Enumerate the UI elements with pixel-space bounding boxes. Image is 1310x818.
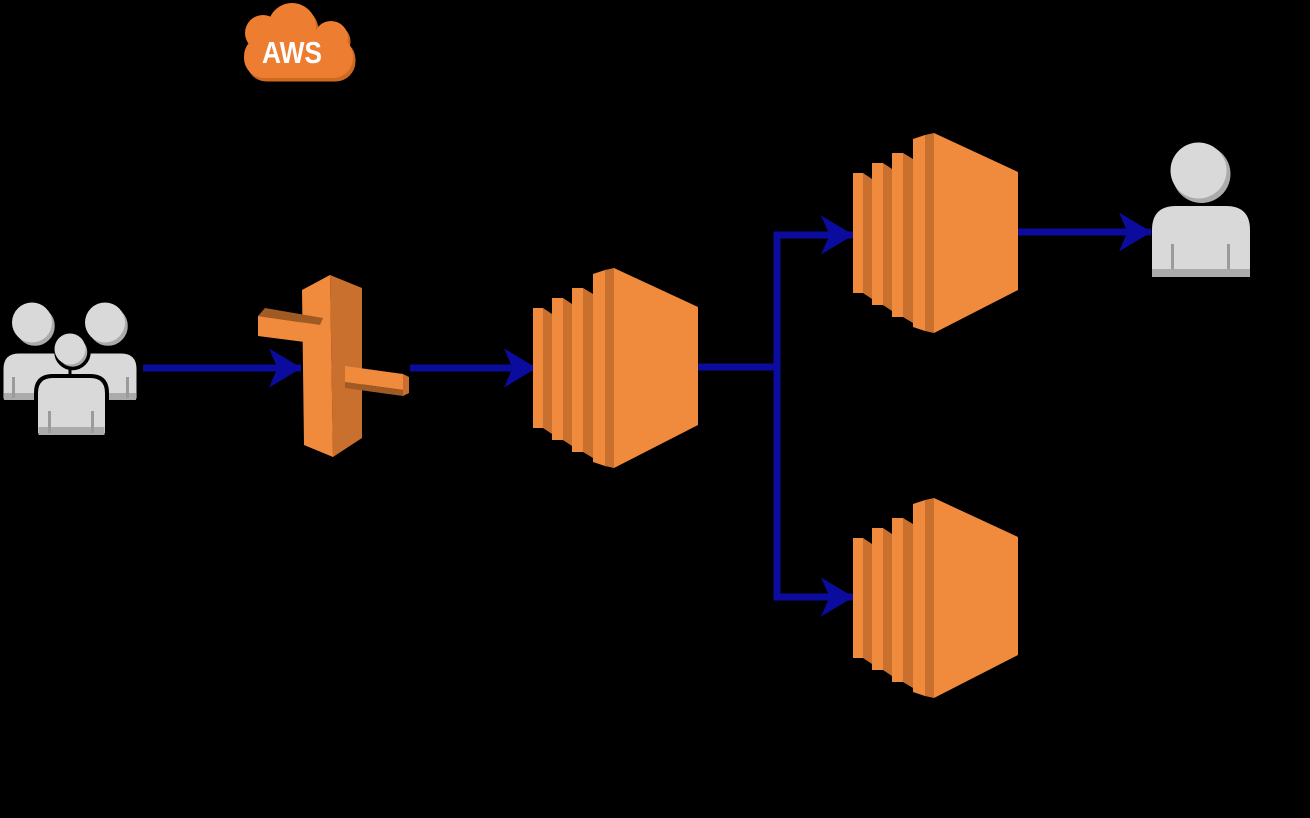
elb-slab-front (302, 275, 333, 457)
elb-left-peg-front (258, 316, 320, 344)
elastic-load-balancer-icon (258, 275, 409, 457)
edge-instance-front-to-instance-top (773, 215, 854, 371)
user-front (34, 333, 109, 437)
edge-instance-front-to-instance-bottom (773, 364, 854, 617)
aws-logo-label: AWS (262, 35, 322, 70)
ec2-instance-front-icon (533, 268, 698, 468)
user-torso-base (1152, 269, 1250, 277)
user-sleeve-right (1227, 244, 1230, 269)
elb-right-peg-cap (403, 374, 409, 396)
edges (143, 212, 1152, 617)
user-torso (1152, 206, 1250, 277)
ec2-instance-bottom-icon (853, 498, 1018, 698)
aws-cloud-icon: AWS (244, 3, 356, 82)
user-head (1170, 142, 1227, 199)
users-group-icon (0, 302, 140, 437)
elb-right-peg-bottom (345, 382, 403, 396)
ec2-instance-top-icon (853, 133, 1018, 333)
elb-slab-side (330, 275, 362, 457)
user-sleeve-left (1171, 244, 1174, 269)
aws-cloud-body (244, 3, 353, 78)
elb-left-peg-top (258, 308, 323, 325)
user-icon (1152, 142, 1250, 277)
